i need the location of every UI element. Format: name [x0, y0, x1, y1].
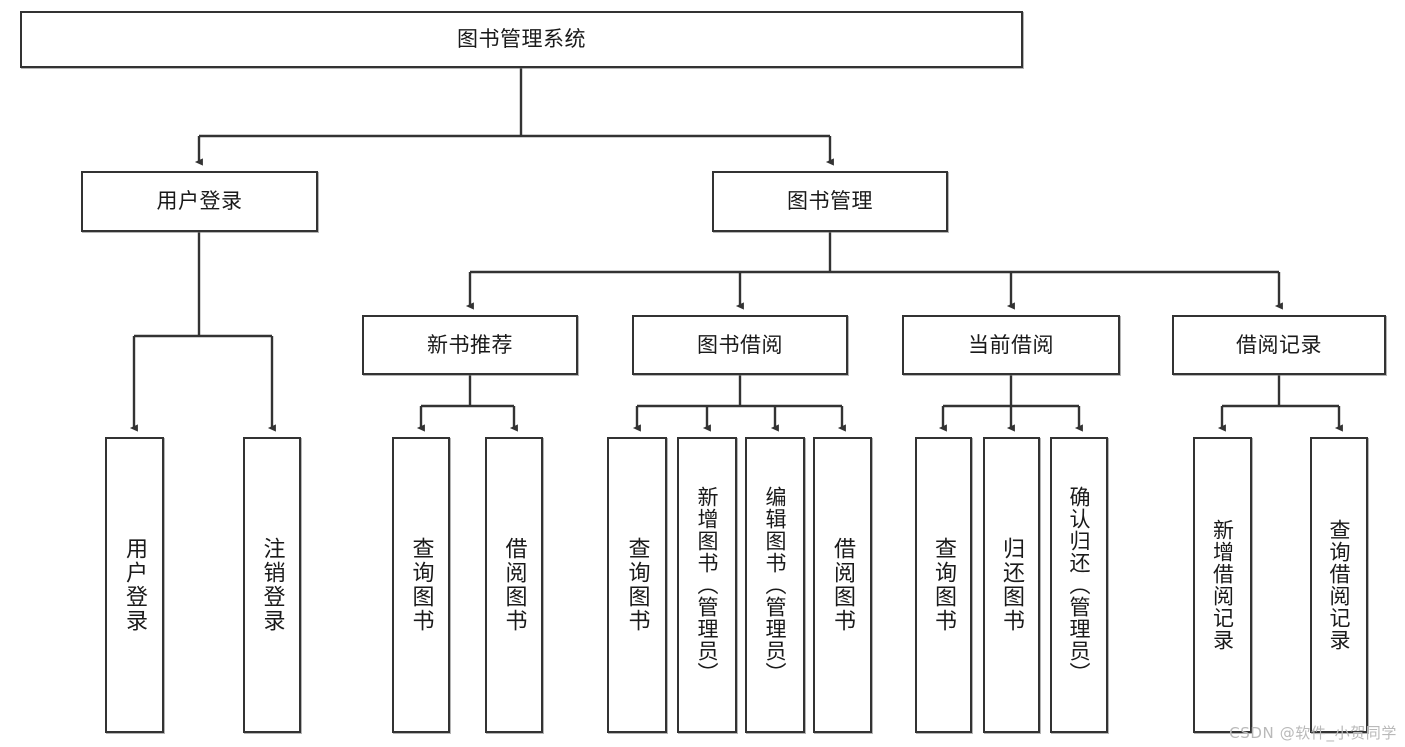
- node-leaf-rec-borrow[interactable]: 借阅图书: [485, 437, 543, 733]
- node-label-current-borrow: 当前借阅: [968, 332, 1054, 357]
- node-label-book-manage: 图书管理: [787, 189, 873, 214]
- csdn-watermark: CSDN @软件_小贺同学: [1229, 724, 1397, 742]
- node-label-new-book-rec: 新书推荐: [427, 332, 513, 357]
- node-leaf-cb-return[interactable]: 归还图书: [983, 437, 1040, 733]
- node-leaf-user-login[interactable]: 用户登录: [105, 437, 164, 733]
- node-leaf-bb-add[interactable]: 新增图书（管理员）: [677, 437, 737, 733]
- node-user-login[interactable]: 用户登录: [81, 171, 318, 232]
- node-label-leaf-bb-borrow: 借阅图书: [830, 537, 856, 633]
- node-label-leaf-cb-return: 归还图书: [999, 537, 1025, 633]
- node-label-leaf-rec-query: 查询图书: [408, 537, 434, 633]
- node-label-leaf-br-query: 查询借阅记录: [1327, 519, 1352, 651]
- node-new-book-rec[interactable]: 新书推荐: [362, 315, 578, 375]
- node-label-leaf-user-login: 用户登录: [122, 537, 148, 633]
- node-leaf-rec-query[interactable]: 查询图书: [392, 437, 450, 733]
- node-label-leaf-br-add: 新增借阅记录: [1210, 519, 1235, 651]
- node-leaf-bb-borrow[interactable]: 借阅图书: [813, 437, 872, 733]
- node-leaf-user-logout[interactable]: 注销登录: [243, 437, 301, 733]
- node-label-borrow-record: 借阅记录: [1236, 332, 1322, 357]
- node-label-root: 图书管理系统: [457, 27, 586, 52]
- node-leaf-bb-edit[interactable]: 编辑图书（管理员）: [745, 437, 805, 733]
- node-label-user-login: 用户登录: [156, 189, 243, 214]
- node-leaf-bb-query[interactable]: 查询图书: [607, 437, 667, 733]
- node-label-leaf-user-logout: 注销登录: [259, 537, 285, 633]
- node-leaf-cb-confirm[interactable]: 确认归还（管理员）: [1050, 437, 1108, 733]
- node-leaf-cb-query[interactable]: 查询图书: [915, 437, 972, 733]
- node-label-leaf-cb-confirm: 确认归还（管理员）: [1067, 486, 1092, 684]
- node-current-borrow[interactable]: 当前借阅: [902, 315, 1120, 375]
- node-label-leaf-cb-query: 查询图书: [931, 537, 957, 633]
- node-book-manage[interactable]: 图书管理: [712, 171, 948, 232]
- node-book-borrow[interactable]: 图书借阅: [632, 315, 848, 375]
- node-label-leaf-bb-edit: 编辑图书（管理员）: [763, 486, 788, 684]
- node-leaf-br-add[interactable]: 新增借阅记录: [1193, 437, 1252, 733]
- node-leaf-br-query[interactable]: 查询借阅记录: [1310, 437, 1368, 733]
- node-label-leaf-bb-add: 新增图书（管理员）: [695, 486, 720, 684]
- node-borrow-record[interactable]: 借阅记录: [1172, 315, 1386, 375]
- node-root[interactable]: 图书管理系统: [20, 11, 1023, 68]
- node-label-book-borrow: 图书借阅: [697, 332, 783, 357]
- node-label-leaf-rec-borrow: 借阅图书: [501, 537, 527, 633]
- node-label-leaf-bb-query: 查询图书: [624, 537, 650, 633]
